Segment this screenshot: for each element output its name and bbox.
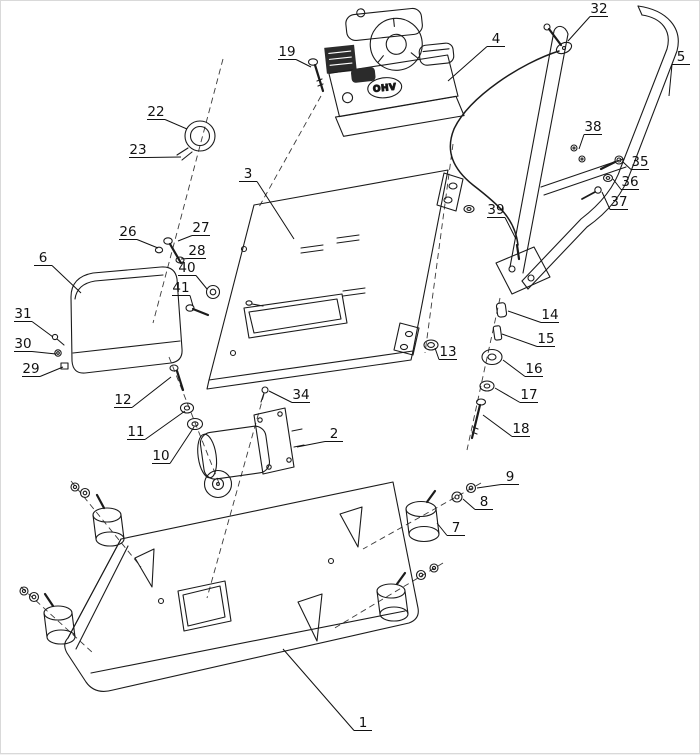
part-label-12: 12 (114, 376, 172, 408)
part-number-text: 22 (147, 104, 164, 120)
part-label-11: 11 (127, 410, 186, 440)
part-number-text: 7 (452, 520, 461, 536)
part-label-14: 14 (507, 307, 559, 323)
part-number-text: 8 (480, 494, 489, 510)
belt-guard (70, 266, 183, 374)
hardware-35-36-37 (581, 155, 624, 200)
part-number-text: 6 (39, 250, 48, 266)
part-number-text: 3 (244, 166, 253, 182)
part-label-7: 7 (436, 520, 465, 536)
part-number-text: 19 (278, 44, 295, 60)
part-label-5: 5 (668, 49, 690, 97)
part-label-30: 30 (14, 336, 57, 355)
hardware-14-15-16-17-18 (470, 302, 508, 440)
part-number-text: 18 (512, 421, 529, 437)
part-label-16: 16 (502, 359, 543, 377)
bolt-19 (307, 58, 325, 93)
part-number-text: 15 (537, 331, 554, 347)
part-label-41: 41 (172, 280, 194, 307)
throttle-lever (543, 23, 573, 55)
part-number-text: 36 (621, 174, 638, 190)
part-label-32: 32 (567, 1, 608, 42)
part-label-26: 26 (119, 224, 159, 249)
part-label-28: 28 (180, 243, 206, 260)
part-number-text: 16 (525, 361, 542, 377)
part-label-1: 1 (282, 648, 372, 731)
part-label-10: 10 (152, 426, 195, 464)
part-label-17: 17 (494, 387, 538, 403)
part-number-text: 40 (178, 260, 195, 276)
part-number-text: 37 (610, 194, 627, 210)
nut-13 (423, 339, 439, 351)
part-label-19: 19 (278, 44, 312, 68)
hardware-7-8-9 (405, 482, 477, 543)
part-number-text: 9 (506, 469, 515, 485)
part-label-15: 15 (501, 331, 555, 347)
part-number-text: 23 (129, 142, 146, 158)
part-label-34: 34 (268, 387, 310, 403)
engine-model-text: OHV (373, 83, 398, 95)
part-label-27: 27 (177, 220, 210, 242)
part-number-text: 35 (631, 154, 648, 170)
part-number-text: 5 (677, 49, 686, 65)
throttle-cable (449, 50, 560, 261)
shock-mount-right-lower (376, 563, 439, 622)
part-number-text: 11 (127, 424, 144, 440)
part-number-text: 29 (22, 361, 39, 377)
part-number-text: 39 (487, 202, 504, 218)
part-number-text: 26 (119, 224, 136, 240)
part-label-37: 37 (601, 191, 628, 210)
part-number-text: 30 (14, 336, 31, 352)
part-number-text: 41 (172, 280, 189, 296)
engine: OHV (324, 7, 465, 137)
part-number-text: 31 (14, 306, 31, 322)
part-number-text: 28 (188, 243, 205, 259)
base-plate (64, 481, 419, 692)
bolt-26-27-28 (154, 237, 185, 265)
part-number-text: 13 (439, 344, 456, 360)
part-label-13: 13 (434, 344, 457, 360)
hardware-40-41 (185, 284, 221, 317)
part-label-23: 23 (129, 142, 182, 158)
part-number-text: 2 (330, 426, 339, 442)
part-label-2: 2 (296, 426, 343, 448)
bolt-34 (260, 386, 269, 403)
shock-mounts-left (19, 482, 125, 645)
part-number-text: 4 (492, 31, 501, 47)
part-label-8: 8 (462, 494, 493, 510)
part-label-38: 38 (578, 119, 602, 150)
clip-22-23 (176, 120, 216, 161)
part-number-text: 10 (152, 448, 169, 464)
part-label-22: 22 (147, 104, 188, 130)
part-label-3: 3 (239, 166, 295, 240)
part-number-text: 34 (292, 387, 309, 403)
part-label-36: 36 (612, 174, 639, 190)
handle-frame (495, 5, 679, 295)
exciter (197, 407, 305, 499)
hardware-29-30-31 (51, 333, 69, 370)
part-number-text: 1 (359, 715, 368, 731)
part-label-29: 29 (22, 361, 64, 377)
assembly-centerlines (20, 58, 501, 654)
part-label-31: 31 (14, 306, 54, 338)
part-number-text: 14 (541, 307, 558, 323)
part-number-text: 32 (590, 1, 607, 17)
part-number-text: 17 (520, 387, 537, 403)
part-label-18: 18 (482, 414, 530, 437)
part-label-40: 40 (178, 260, 208, 290)
part-label-39: 39 (487, 202, 517, 240)
part-number-text: 38 (584, 119, 601, 135)
part-label-6: 6 (34, 250, 82, 294)
part-label-4: 4 (447, 31, 505, 82)
hardware-10-11-12 (169, 364, 204, 431)
screws-38 (570, 144, 586, 163)
part-label-9: 9 (476, 469, 519, 489)
part-number-text: 12 (114, 392, 131, 408)
deck-plate (206, 169, 475, 390)
part-label-35: 35 (622, 154, 649, 170)
part-number-text: 27 (192, 220, 209, 236)
